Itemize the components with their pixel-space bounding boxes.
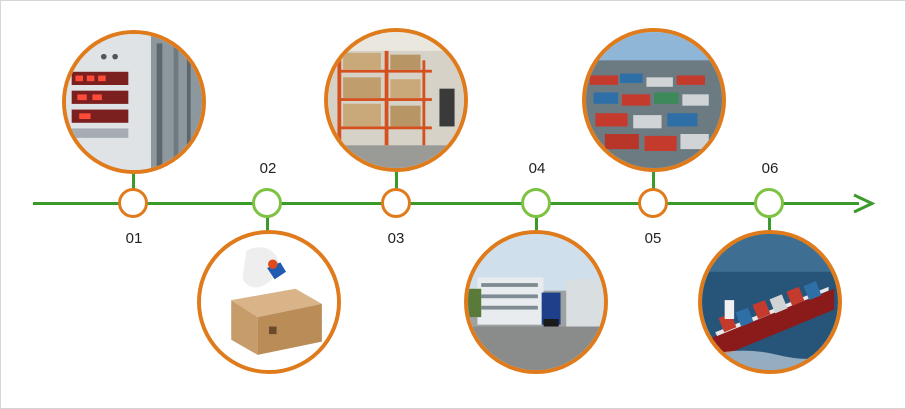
step-label-04: 04 — [528, 160, 546, 177]
timeline-line — [33, 202, 859, 205]
container-port-photo — [582, 28, 726, 172]
arrow-head-icon — [853, 193, 876, 214]
factory-truck-photo — [464, 230, 608, 374]
step-label-05: 05 — [644, 230, 662, 247]
connector-04 — [535, 216, 538, 232]
control-panel-photo — [62, 30, 206, 174]
node-03 — [381, 188, 411, 218]
warehouse-shelves-photo — [324, 28, 468, 172]
node-01 — [118, 188, 148, 218]
step-label-02: 02 — [259, 160, 277, 177]
cargo-ship-photo — [698, 230, 842, 374]
node-06 — [754, 188, 784, 218]
step-label-06: 06 — [761, 160, 779, 177]
step-label-03: 03 — [387, 230, 405, 247]
node-02 — [252, 188, 282, 218]
connector-06 — [768, 216, 771, 232]
step-label-01: 01 — [125, 230, 143, 247]
node-05 — [638, 188, 668, 218]
connector-03 — [395, 172, 398, 190]
connector-01 — [132, 172, 135, 190]
node-04 — [521, 188, 551, 218]
connector-05 — [652, 172, 655, 190]
packing-box-photo — [197, 230, 341, 374]
connector-02 — [266, 216, 269, 232]
